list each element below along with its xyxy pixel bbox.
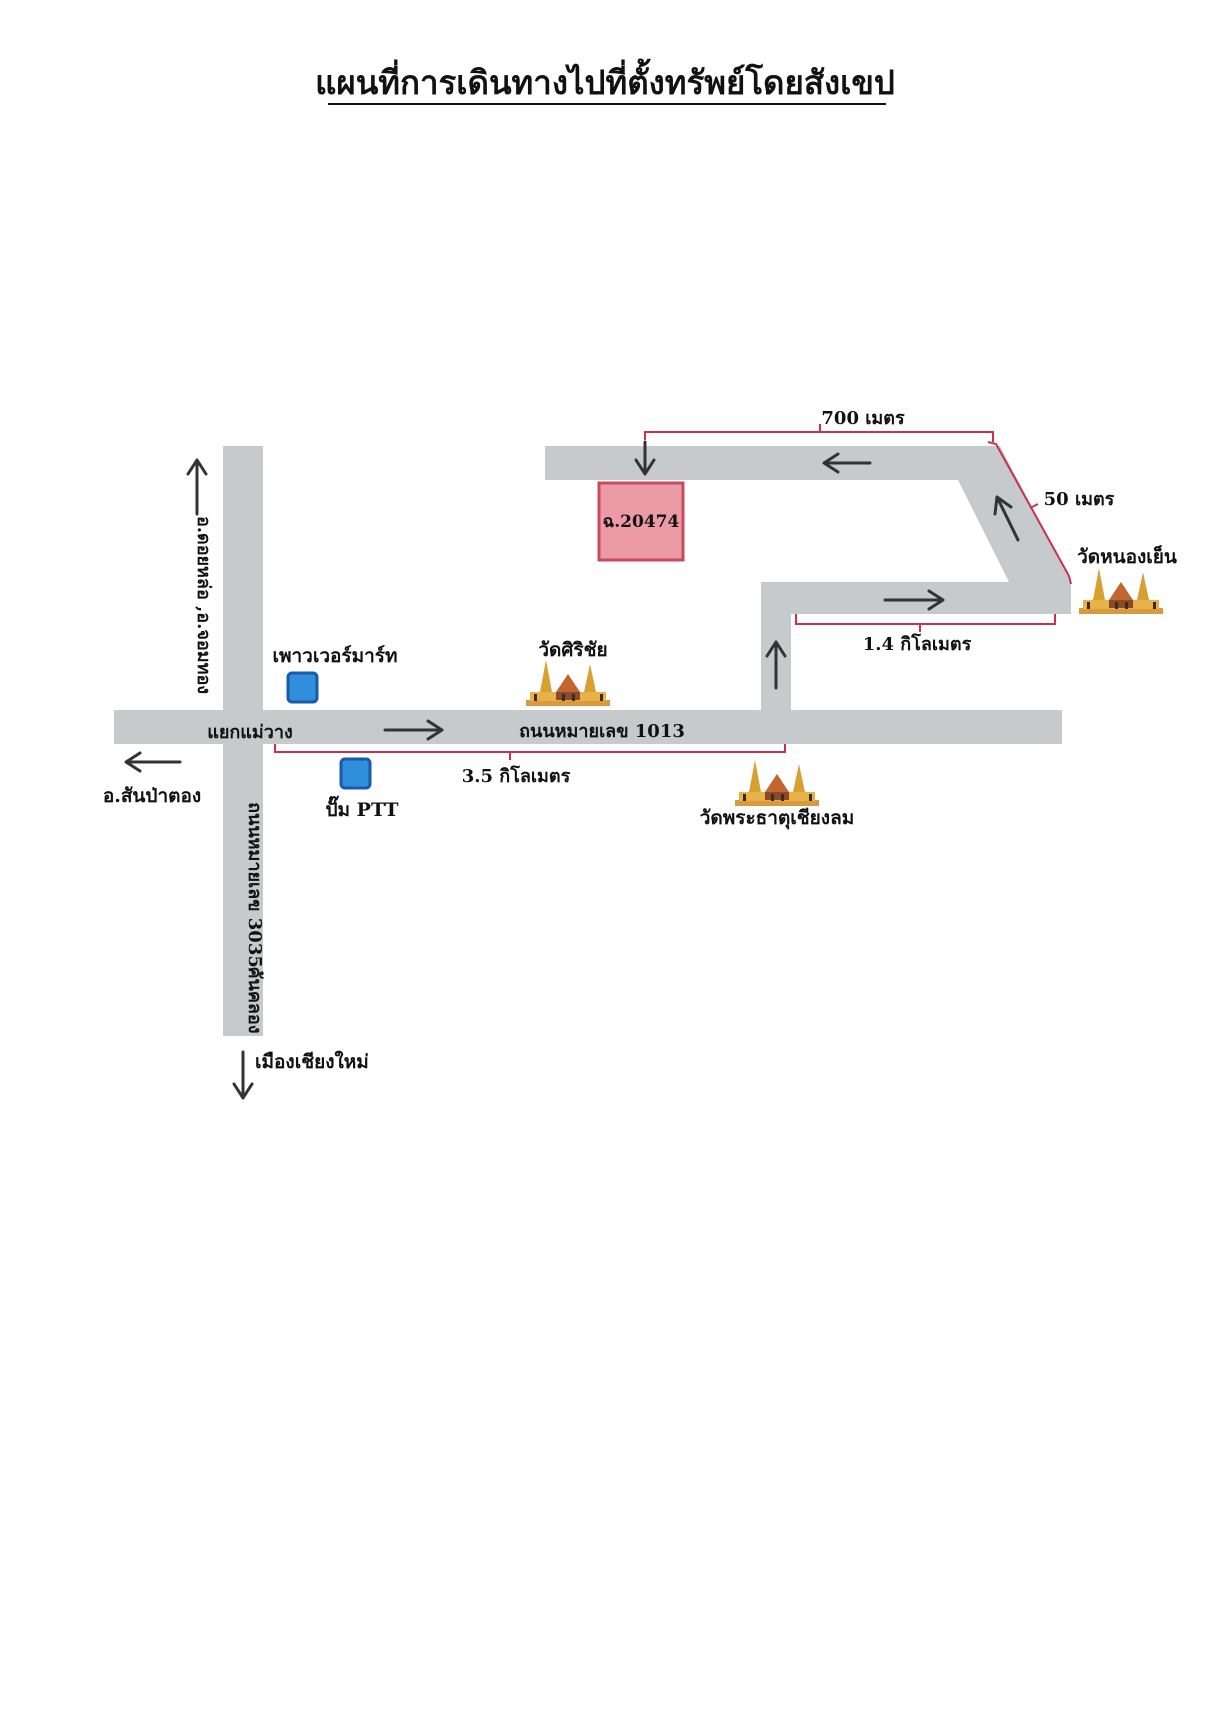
arrow-icon [186,458,208,516]
temple-siri-chai-label: วัดศิริชัย [538,639,607,661]
location-square-icon [339,757,372,790]
road-1013 [114,710,1062,744]
distance-east-road: 1.4 กิโลเมตร [863,633,972,655]
temple-icon [526,660,610,706]
page-title: แผนที่การเดินทางไปที่ตั้งทรัพย์โดยสังเขป [315,58,895,102]
distance-main-road: 3.5 กิโลเมตร [462,765,571,787]
road-3035-number: หมายเลข 3035 [260,820,281,950]
temple-phra-that-label: วัดพระธาตุเชียงลม [700,807,855,830]
bracket-main-road [274,744,786,760]
arrow-icon [383,719,444,741]
arrow-icon [822,452,872,474]
south-direction-label: เมืองเชียงใหม่ [255,1050,369,1073]
plot-label: ฉ.20474 [603,512,680,532]
direction-arrows [124,440,1020,1100]
arrow-icon [993,495,1020,542]
power-mart-label: เพาวเวอร์มาร์ท [272,645,397,667]
arrow-icon [232,1050,254,1100]
bracket-east-road [795,614,1056,632]
north-direction-label: อ.ดอยหล่อ ,อ.จอมทอง [193,516,214,694]
distance-top-road: 700 เมตร [821,408,905,429]
road-3035-prefix: คันคลอง [244,966,265,1033]
ptt-label: ปั๊ม PTT [325,795,398,821]
location-square-icon [286,671,319,704]
west-direction-label: อ.สันป่าตอง [103,785,201,807]
arrow-icon [634,440,656,476]
arrow-icon [124,751,182,773]
temple-icon [735,760,819,806]
main-road-label: ถนนหมายเลข 1013 [519,721,685,742]
bracket-diagonal [987,441,1072,585]
plot-box [597,481,685,562]
arrow-icon [883,589,945,611]
arrow-icon [765,640,787,690]
road-top [545,446,997,480]
distance-diagonal: 50 เมตร [1044,489,1115,510]
road-3035-label: ถนนหมายเลข 3035 [244,802,265,968]
temple-icon [1079,568,1163,614]
roads [114,446,1071,1036]
temple-nong-yen-label: วัดหนองเย็น [1077,544,1177,568]
junction-label: แยกแม่วาง [207,722,293,743]
route-brackets [274,424,1072,760]
bracket-top-road [644,424,994,442]
